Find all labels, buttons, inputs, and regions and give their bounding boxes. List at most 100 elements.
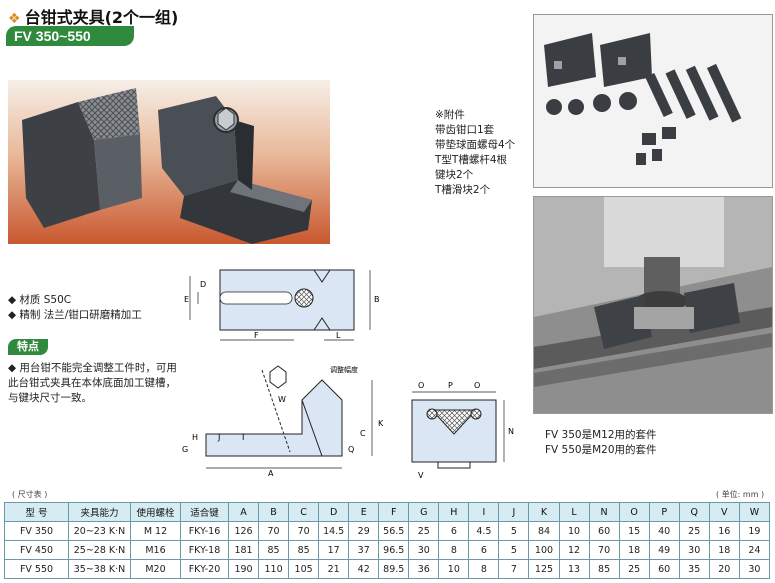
table-cell: 181 [227, 540, 260, 560]
kit-note: FV 350是M12用的套件 [545, 429, 657, 441]
table-cell: 36 [408, 559, 440, 579]
table-cell: 6 [438, 521, 470, 541]
accessory-item: 带齿钳口1套 [435, 124, 495, 136]
table-header-cell: Q [678, 502, 710, 522]
table-cell: 16 [708, 521, 740, 541]
table-cell: 70 [288, 521, 320, 541]
dim-label-f: F [254, 331, 259, 340]
table-cell: 5 [498, 521, 530, 541]
table-cell: 12 [558, 540, 590, 560]
table-cell: 10 [438, 559, 470, 579]
table-cell: 190 [227, 559, 260, 579]
table-header-cell: 使用螺栓 [130, 502, 181, 522]
table-cell: 8 [438, 540, 470, 560]
table-header-cell: V [708, 502, 740, 522]
table-cell: 21 [318, 559, 350, 579]
accessories-header: ※附件 [435, 109, 465, 121]
table-header-cell: D [318, 502, 350, 522]
dim-label-p: P [448, 381, 453, 390]
front-view-diagram: O P O N V [411, 381, 514, 480]
dim-label-n: N [508, 427, 514, 436]
table-header-cell: F [378, 502, 410, 522]
feature-text: 用台钳不能完全调整工件时，可用此台钳式夹具在本体底面加工键槽，与键块尺寸一致。 [8, 362, 177, 404]
accessories-photo [533, 14, 773, 188]
table-header-cell: G [408, 502, 440, 522]
dim-label-v: V [418, 471, 424, 480]
dim-label-o: O [418, 381, 424, 390]
table-cell: 20 [708, 559, 740, 579]
table-cell: 14.5 [318, 521, 350, 541]
table-cell: 10 [558, 521, 590, 541]
table-cell: 85 [588, 559, 620, 579]
table-unit: ( 单位: mm ) [716, 490, 765, 499]
material-specs: ◆ 材质 S50C ◆ 精制 法兰/钳口研磨精加工 [8, 293, 142, 323]
table-cell: 29 [348, 521, 380, 541]
table-cell: 105 [288, 559, 320, 579]
dim-label-k: K [378, 419, 384, 428]
table-caption: ( 尺寸表 ) [12, 490, 48, 499]
usage-photo [533, 196, 773, 414]
spec-item: ◆ 材质 S50C [8, 294, 72, 306]
spec-item: ◆ 精制 法兰/钳口研磨精加工 [8, 309, 142, 321]
dim-label-g: G [182, 445, 188, 454]
accessory-item: 键块2个 [435, 169, 474, 181]
table-cell: 125 [528, 559, 560, 579]
page-title: ❖台钳式夹具(2个一组) [8, 4, 178, 28]
table-header-cell: 适合键 [180, 502, 229, 522]
table-cell: 89.5 [378, 559, 410, 579]
table-cell: 25 [408, 521, 440, 541]
table-cell: 37 [348, 540, 380, 560]
table-cell: FKY-18 [180, 540, 229, 560]
table-cell: FV 350 [4, 521, 69, 541]
table-cell: 126 [227, 521, 260, 541]
table-header-cell: E [348, 502, 380, 522]
table-cell: 70 [258, 521, 290, 541]
model-range-badge: FV 350~550 [6, 26, 134, 46]
table-cell: 25 [678, 521, 710, 541]
product-photo [8, 80, 330, 244]
table-cell: 30 [678, 540, 710, 560]
table-cell: FV 450 [4, 540, 69, 560]
table-header-cell: O [618, 502, 650, 522]
table-cell: 18 [618, 540, 650, 560]
dim-label-b: B [374, 295, 380, 304]
table-cell: 30 [408, 540, 440, 560]
top-view-diagram: D E B F L [184, 269, 380, 341]
table-cell: 42 [348, 559, 380, 579]
table-cell: M20 [130, 559, 181, 579]
table-header-cell: J [498, 502, 530, 522]
table-cell: 35 [678, 559, 710, 579]
page-title-text: 台钳式夹具(2个一组) [24, 8, 179, 27]
spec-text: 材质 S50C [19, 294, 72, 306]
table-cell: 6 [468, 540, 500, 560]
table-cell: 13 [558, 559, 590, 579]
table-header-cell: 型 号 [4, 502, 69, 522]
dim-label-d: D [200, 280, 206, 289]
table-cell: FKY-16 [180, 521, 229, 541]
accessory-item: 带垫球面螺母4个 [435, 139, 516, 151]
kit-note: FV 550是M20用的套件 [545, 444, 657, 456]
dim-label-h: H [192, 433, 198, 442]
table-header-cell: H [438, 502, 470, 522]
dim-label-q: Q [348, 445, 354, 454]
table-header-cell: L [558, 502, 590, 522]
table-cell: 100 [528, 540, 560, 560]
dim-label-e: E [184, 295, 189, 304]
table-header-cell: W [738, 502, 771, 522]
dim-label-j: J [217, 433, 220, 442]
kit-notes: FV 350是M12用的套件 FV 550是M20用的套件 [545, 428, 657, 458]
accessory-item: T型T槽螺杆4根 [435, 154, 508, 166]
table-cell: M 12 [130, 521, 181, 541]
table-cell: 25 [618, 559, 650, 579]
dim-label-l: L [336, 331, 341, 340]
table-cell: 40 [648, 521, 680, 541]
table-cell: 15 [618, 521, 650, 541]
spec-text: 精制 法兰/钳口研磨精加工 [19, 309, 142, 321]
table-cell: 60 [588, 521, 620, 541]
side-view-diagram: W 调整幅度 G H J I Q C K A [182, 365, 384, 478]
table-cell: 7 [498, 559, 530, 579]
table-cell: 5 [498, 540, 530, 560]
diamond-bullet-icon: ❖ [8, 11, 21, 27]
table-cell: 4.5 [468, 521, 500, 541]
